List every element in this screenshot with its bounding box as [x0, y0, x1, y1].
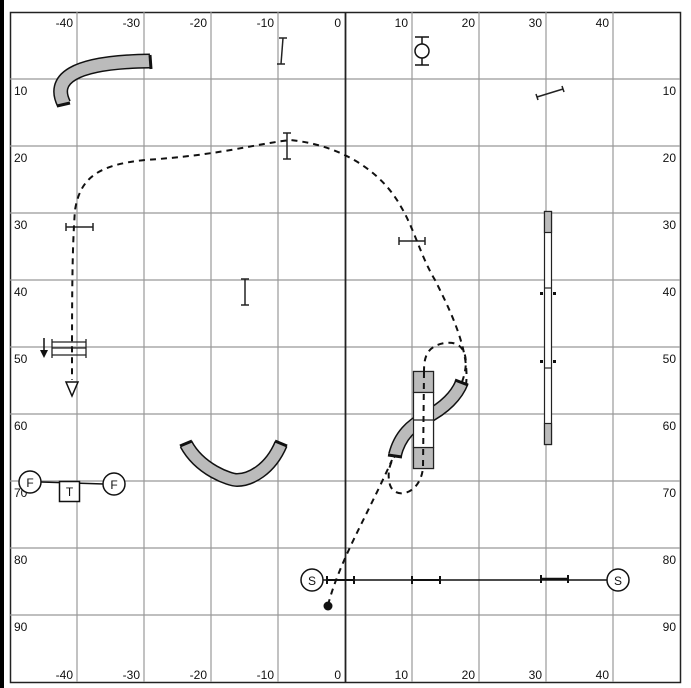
svg-text:10: 10: [395, 668, 409, 682]
curved-tunnel-icon[interactable]: [179, 439, 288, 488]
svg-text:40: 40: [663, 285, 677, 299]
svg-text:-10: -10: [257, 668, 275, 682]
jump-icon[interactable]: [241, 278, 249, 306]
svg-text:60: 60: [663, 419, 677, 433]
start-line-group[interactable]: S S: [300, 568, 630, 592]
jump-icon[interactable]: [535, 85, 565, 101]
svg-text:80: 80: [14, 553, 28, 567]
double-jump-icon[interactable]: [51, 339, 87, 358]
svg-text:30: 30: [663, 218, 677, 232]
jump-icon[interactable]: [277, 37, 287, 65]
svg-text:-20: -20: [190, 668, 208, 682]
svg-text:40: 40: [596, 668, 610, 682]
svg-text:F: F: [110, 478, 117, 492]
svg-text:70: 70: [663, 486, 677, 500]
svg-text:0: 0: [334, 668, 341, 682]
jump-icon[interactable]: [283, 132, 291, 160]
svg-text:30: 30: [529, 668, 543, 682]
tire-icon[interactable]: [414, 36, 430, 66]
left-border: [0, 0, 4, 688]
svg-text:60: 60: [14, 419, 28, 433]
top-axis-labels: -40 -30 -20 -10 0 10 20 30 40: [56, 16, 610, 30]
svg-text:50: 50: [14, 352, 28, 366]
svg-text:40: 40: [596, 16, 610, 30]
svg-text:F: F: [26, 476, 33, 490]
svg-text:0: 0: [334, 16, 341, 30]
jump-icon[interactable]: [65, 223, 94, 231]
start-marker-left: [300, 568, 324, 592]
svg-text:30: 30: [14, 218, 28, 232]
svg-text:10: 10: [395, 16, 409, 30]
path-start-dot: [323, 601, 333, 611]
svg-text:-40: -40: [56, 668, 74, 682]
left-axis-labels: 10 20 30 40 50 60 70 80 90: [14, 84, 28, 634]
finish-table-group[interactable]: F T F: [18, 470, 126, 503]
svg-text:-30: -30: [123, 668, 141, 682]
start-marker-right: [606, 568, 630, 592]
right-axis-labels: 10 20 30 40 50 60 70 80 90: [663, 84, 677, 634]
svg-text:20: 20: [462, 668, 476, 682]
svg-text:40: 40: [14, 285, 28, 299]
svg-text:-10: -10: [257, 16, 275, 30]
svg-text:90: 90: [14, 620, 28, 634]
svg-text:T: T: [66, 485, 74, 499]
svg-text:50: 50: [663, 352, 677, 366]
curved-tunnel-icon[interactable]: [53, 53, 153, 108]
direction-arrow-icon: [40, 338, 48, 358]
svg-text:20: 20: [663, 151, 677, 165]
svg-text:20: 20: [14, 151, 28, 165]
dogwalk-icon[interactable]: [540, 210, 556, 446]
svg-text:10: 10: [663, 84, 677, 98]
finish-marker-right: [102, 472, 126, 496]
svg-text:-20: -20: [190, 16, 208, 30]
course-path: [71, 138, 468, 606]
path-end-arrow-icon: [64, 381, 80, 398]
jump-icon[interactable]: [398, 237, 426, 245]
svg-text:80: 80: [663, 553, 677, 567]
svg-text:90: 90: [663, 620, 677, 634]
svg-text:-30: -30: [123, 16, 141, 30]
svg-text:20: 20: [462, 16, 476, 30]
svg-text:S: S: [308, 574, 316, 588]
svg-text:S: S: [614, 574, 622, 588]
finish-marker-left: [18, 470, 42, 494]
svg-text:10: 10: [14, 84, 28, 98]
svg-text:-40: -40: [56, 16, 74, 30]
table-icon: [58, 480, 81, 503]
bottom-axis-labels: -40 -30 -20 -10 0 10 20 30 40: [56, 668, 610, 682]
svg-text:30: 30: [529, 16, 543, 30]
